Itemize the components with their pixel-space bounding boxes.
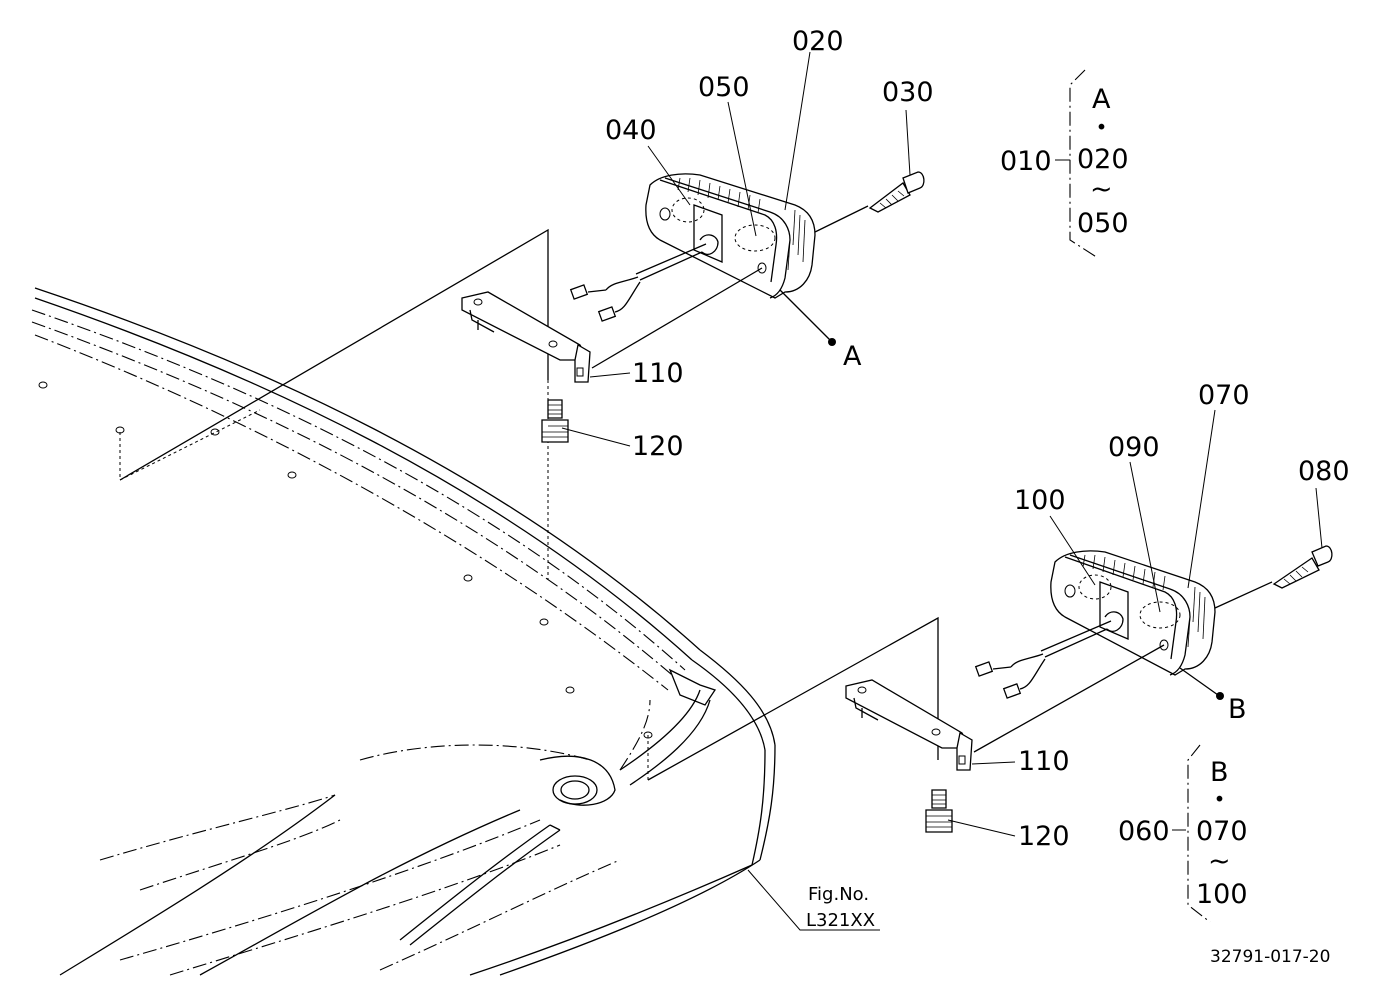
fig-label: Fig.No.	[808, 884, 869, 905]
point-b-marker	[1216, 692, 1224, 700]
nut-b	[925, 789, 953, 833]
work-lamp-a	[461, 171, 925, 443]
rivet-marks	[38, 381, 653, 739]
label-120-a: 120	[632, 431, 684, 462]
nut-a	[541, 399, 569, 443]
label-110-a: 110	[632, 358, 684, 389]
lamp-a-lens-hatch	[677, 177, 806, 271]
fig-number: L321XX	[806, 910, 875, 931]
group-brace-b	[1187, 744, 1211, 923]
group-b-tilde: ~	[1208, 846, 1231, 877]
label-110-b: 110	[1018, 746, 1070, 777]
group-b-parent: 060	[1118, 816, 1170, 847]
label-030: 030	[882, 77, 934, 108]
label-040: 040	[605, 115, 657, 146]
label-120-b: 120	[1018, 821, 1070, 852]
group-b-letter: B	[1210, 757, 1229, 788]
label-point-a: A	[843, 341, 862, 372]
group-a-separator: ・	[1088, 113, 1115, 144]
group-a-letter: A	[1092, 84, 1111, 115]
group-a-tilde: ~	[1090, 174, 1113, 205]
point-a-marker	[828, 338, 836, 346]
drawing-code: 32791-017-20	[1210, 947, 1330, 967]
cab-roof	[31, 228, 939, 976]
group-a-to: 050	[1077, 208, 1129, 239]
group-b-separator: ・	[1206, 785, 1233, 816]
label-080: 080	[1298, 456, 1350, 487]
group-brace-a	[1069, 69, 1099, 259]
label-070: 070	[1198, 380, 1250, 411]
label-090: 090	[1108, 432, 1160, 463]
leader-lines	[561, 51, 1323, 931]
group-b-from: 070	[1196, 816, 1248, 847]
group-a-from: 020	[1077, 144, 1129, 175]
label-100: 100	[1014, 485, 1066, 516]
lamp-b-lens-hatch	[1082, 554, 1206, 648]
work-lamp-b	[845, 545, 1333, 833]
label-point-b: B	[1228, 694, 1247, 725]
group-a-parent: 010	[1000, 146, 1052, 177]
label-020: 020	[792, 26, 844, 57]
label-050: 050	[698, 72, 750, 103]
group-b-to: 100	[1196, 879, 1248, 910]
